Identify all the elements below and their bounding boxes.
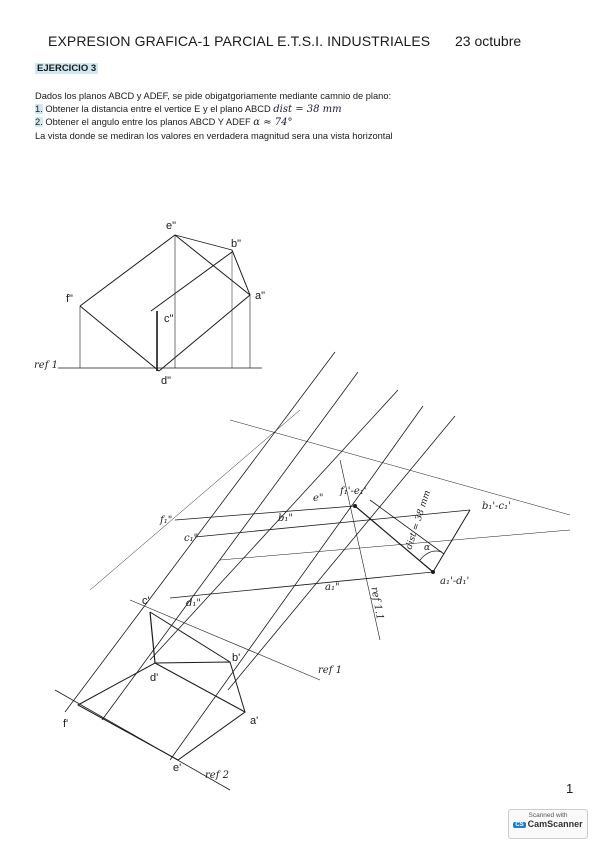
point-a-aux — [431, 570, 435, 574]
label-f12: f₁" — [160, 515, 173, 526]
ref11-line — [339, 459, 381, 641]
statement-intro: Dados los planos ABCD y ADEF, se pide ob… — [35, 91, 392, 101]
item-2-number: 2. — [35, 117, 43, 127]
scan-brand-name: CamScanner — [527, 819, 583, 829]
page-title: EXPRESION GRAFICA-1 PARCIAL E.T.S.I. IND… — [48, 33, 431, 49]
item-1-text: Obtener la distancia entre el vertice E … — [45, 104, 271, 114]
label-f2: f" — [66, 293, 73, 305]
upper-edge-c-b — [150, 251, 233, 312]
ref2-line — [54, 689, 231, 791]
transfer-c1 — [194, 509, 471, 538]
label-e12: e" — [313, 493, 324, 504]
label-a2: a" — [255, 290, 266, 302]
long-guide-2 — [219, 529, 571, 561]
label-fe1: f₁'-e₁' — [340, 486, 367, 497]
transfer-f1 — [174, 505, 356, 521]
label-c2: c" — [164, 313, 174, 325]
label-ref1: ref 1 — [318, 665, 342, 676]
diag-2 — [101, 371, 359, 721]
label-ref2: ref 2 — [205, 770, 229, 781]
lower-edge-d-a — [154, 662, 246, 713]
label-d12: d₁" — [186, 598, 202, 609]
statement-item-1: 1. Obtener la distancia entre el vertice… — [35, 104, 342, 115]
aux-ae — [354, 505, 434, 573]
label-alpha: α — [424, 543, 431, 553]
label-e1: e' — [173, 762, 182, 774]
label-ad1: a₁'-d₁' — [440, 576, 470, 587]
ref1-line — [129, 599, 321, 681]
label-a1: a' — [250, 715, 259, 727]
upper-edge-e-b — [174, 234, 233, 251]
lower-edge-c-d — [149, 611, 156, 664]
diag-4 — [169, 405, 424, 761]
page-number: 1 — [566, 781, 574, 796]
label-b12: b₁" — [278, 513, 294, 524]
lower-plane — [76, 661, 246, 761]
transfer-a1 — [169, 571, 434, 599]
label-ref1-left: ref 1 — [34, 360, 58, 371]
diag-1 — [64, 351, 336, 713]
label-c1: c' — [142, 595, 150, 607]
upper-edge-f-d — [79, 305, 160, 372]
label-e2: e" — [166, 220, 177, 232]
item-1-answer: dist = 38 mm — [273, 104, 342, 115]
exercise-heading: EJERCICIO 3 — [35, 63, 99, 74]
diag-6 — [89, 409, 301, 591]
scan-caption: Scanned with — [528, 812, 568, 819]
upper-outline — [79, 234, 251, 372]
upper-edge-b-a — [231, 249, 251, 296]
label-f1: f' — [63, 718, 69, 730]
lower-edge-c-b — [149, 611, 231, 663]
statement-item-2: 2. Obtener el angulo entre los planos AB… — [35, 117, 293, 128]
label-b1: b' — [232, 652, 241, 664]
item-1-number: 1. — [35, 104, 43, 114]
item-2-text: Obtener el angulo entre los planos ABCD … — [45, 117, 251, 127]
long-guide — [229, 419, 571, 516]
angle-arc — [419, 550, 443, 561]
statement-note: La vista donde se mediran los valores en… — [35, 131, 393, 141]
aux-dist — [369, 499, 445, 555]
label-c12: c₁" — [184, 533, 199, 544]
exam-date: 23 octubre — [455, 33, 522, 49]
aux-ab — [432, 509, 471, 573]
label-bc1: b₁'-c₁' — [482, 501, 511, 512]
point-e-aux — [353, 504, 357, 508]
label-b2: b" — [231, 238, 242, 250]
item-2-answer: α ≈ 74° — [253, 117, 293, 128]
label-a12: a₁" — [325, 582, 340, 593]
label-d2: d" — [161, 375, 172, 387]
camscanner-logo-icon: CS — [513, 822, 526, 828]
diag-3 — [149, 389, 399, 661]
diag-5 — [227, 415, 456, 691]
label-d1: d' — [150, 672, 159, 684]
